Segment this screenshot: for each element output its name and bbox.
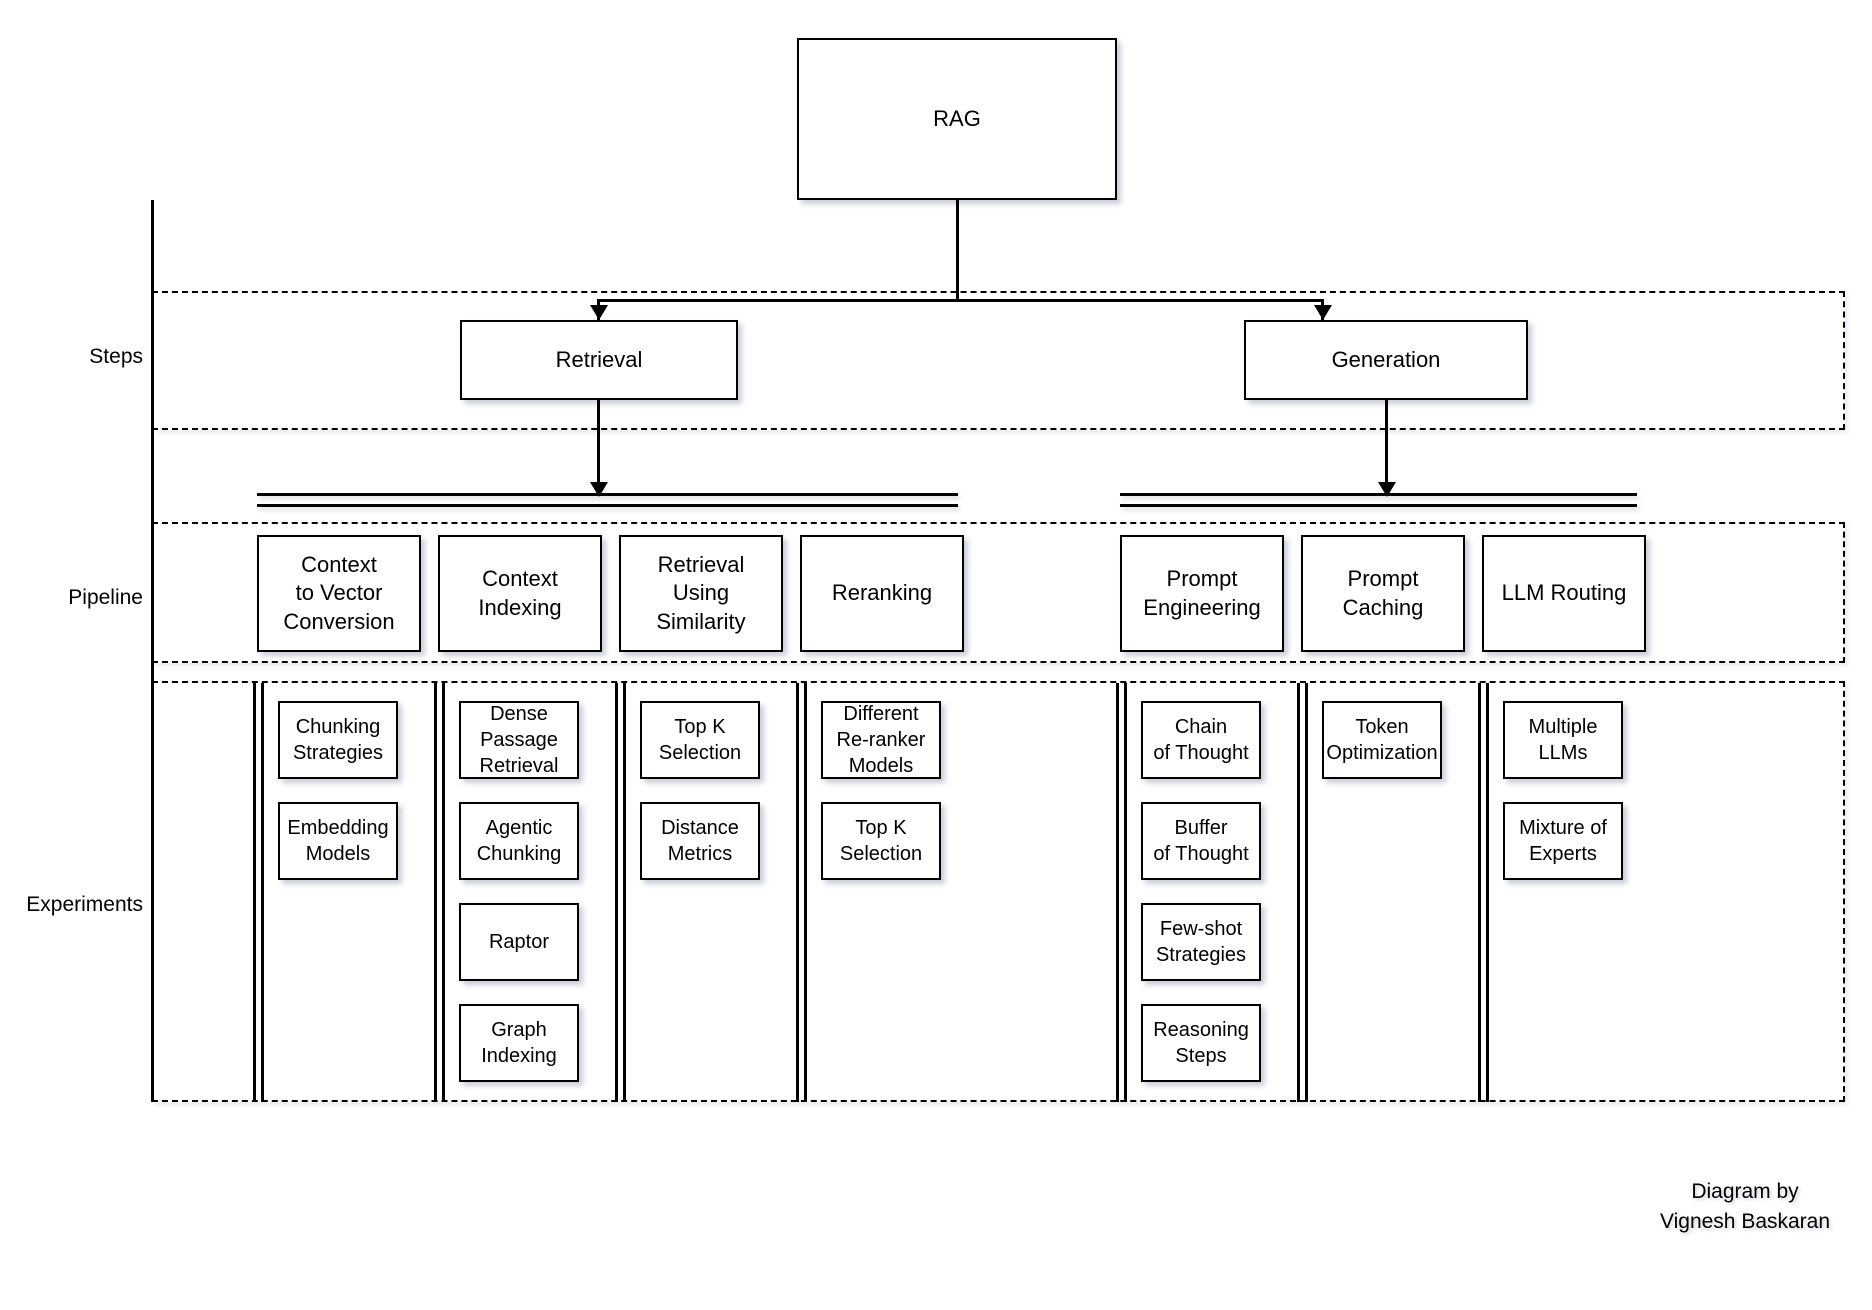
group-separator-b1	[434, 683, 437, 1102]
bus-generation-bottom	[1120, 504, 1637, 507]
group-separator-a2	[261, 683, 264, 1102]
node-rag[interactable]: RAG	[797, 38, 1117, 200]
group-separator-c1	[615, 683, 618, 1102]
connector-generation-stem	[1385, 400, 1388, 496]
node-graph-indexing[interactable]: Graph Indexing	[459, 1004, 579, 1082]
node-mixture-of-experts[interactable]: Mixture of Experts	[1503, 802, 1623, 880]
group-separator-f2	[1305, 683, 1308, 1102]
node-agentic-chunking[interactable]: Agentic Chunking	[459, 802, 579, 880]
node-few-shot-strategies[interactable]: Few-shot Strategies	[1141, 903, 1261, 981]
group-separator-f1	[1297, 683, 1300, 1102]
node-context-to-vector-conversion[interactable]: Context to Vector Conversion	[257, 535, 421, 652]
row-label-experiments: Experiments	[26, 893, 143, 916]
connector-rag-bar	[597, 299, 1324, 302]
node-reasoning-steps[interactable]: Reasoning Steps	[1141, 1004, 1261, 1082]
lane-steps	[152, 291, 1845, 430]
node-retrieval-using-similarity[interactable]: Retrieval Using Similarity	[619, 535, 783, 652]
bus-retrieval-top	[257, 493, 958, 496]
group-separator-e1	[1116, 683, 1119, 1102]
node-distance-metrics[interactable]: Distance Metrics	[640, 802, 760, 880]
node-prompt-engineering[interactable]: Prompt Engineering	[1120, 535, 1284, 652]
node-token-optimization[interactable]: Token Optimization	[1322, 701, 1442, 779]
group-separator-g2	[1486, 683, 1489, 1102]
lane-pipeline	[152, 522, 1845, 663]
connector-rag-stem	[956, 200, 959, 300]
node-top-k-selection-reranking[interactable]: Top K Selection	[821, 802, 941, 880]
node-context-indexing[interactable]: Context Indexing	[438, 535, 602, 652]
node-chunking-strategies[interactable]: Chunking Strategies	[278, 701, 398, 779]
group-separator-b2	[442, 683, 445, 1102]
row-label-steps: Steps	[89, 345, 143, 368]
group-separator-g1	[1478, 683, 1481, 1102]
group-separator-a1	[253, 683, 256, 1102]
connector-retrieval-stem	[597, 400, 600, 496]
node-raptor[interactable]: Raptor	[459, 903, 579, 981]
node-chain-of-thought[interactable]: Chain of Thought	[1141, 701, 1261, 779]
arrow-retrieval	[590, 305, 608, 320]
node-buffer-of-thought[interactable]: Buffer of Thought	[1141, 802, 1261, 880]
node-dense-passage-retrieval[interactable]: Dense Passage Retrieval	[459, 701, 579, 779]
node-generation[interactable]: Generation	[1244, 320, 1528, 400]
node-prompt-caching[interactable]: Prompt Caching	[1301, 535, 1465, 652]
node-different-re-ranker-models[interactable]: Different Re-ranker Models	[821, 701, 941, 779]
arrow-generation	[1314, 305, 1332, 320]
group-separator-e2	[1124, 683, 1127, 1102]
node-llm-routing[interactable]: LLM Routing	[1482, 535, 1646, 652]
node-top-k-selection-similarity[interactable]: Top K Selection	[640, 701, 760, 779]
node-reranking[interactable]: Reranking	[800, 535, 964, 652]
node-retrieval[interactable]: Retrieval	[460, 320, 738, 400]
bus-generation-top	[1120, 493, 1637, 496]
lane-left-rail	[151, 200, 154, 1102]
group-separator-d1	[796, 683, 799, 1102]
node-multiple-llms[interactable]: Multiple LLMs	[1503, 701, 1623, 779]
bus-retrieval-bottom	[257, 504, 958, 507]
lane-experiments	[152, 681, 1845, 1102]
row-label-pipeline: Pipeline	[68, 586, 143, 609]
group-separator-d2	[804, 683, 807, 1102]
group-separator-c2	[623, 683, 626, 1102]
diagram-credit: Diagram by Vignesh Baskaran	[1659, 1180, 1831, 1234]
node-embedding-models[interactable]: Embedding Models	[278, 802, 398, 880]
